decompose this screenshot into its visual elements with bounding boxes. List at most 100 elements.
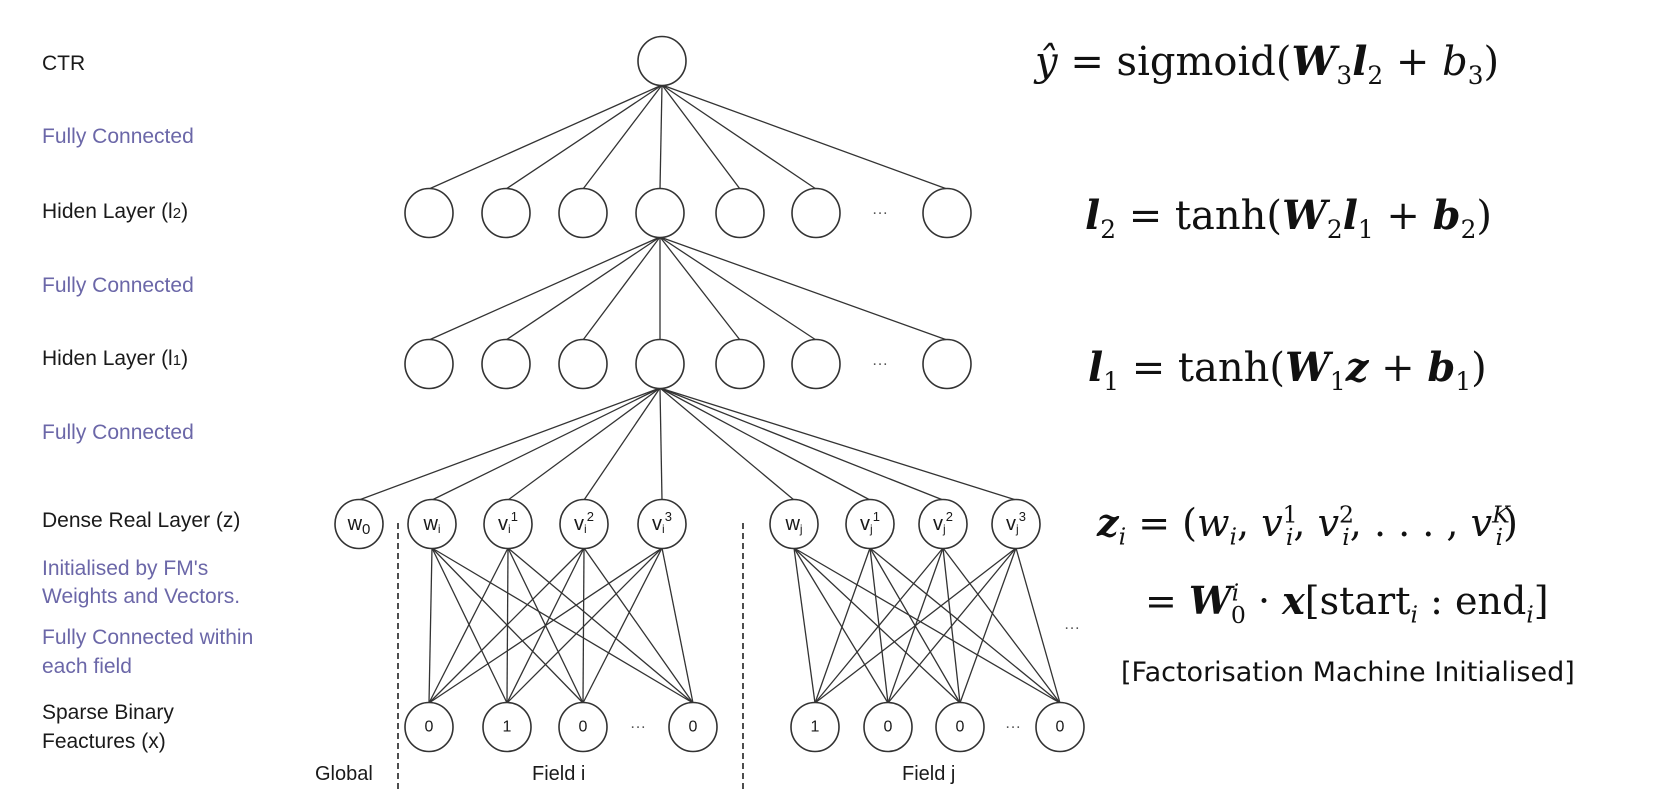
dense-node-vj2 bbox=[918, 498, 968, 550]
edge-dense-to-sparse-field-j bbox=[814, 547, 1017, 704]
hidden-l1-node bbox=[791, 338, 841, 390]
edge-l1-to-dense bbox=[659, 387, 871, 501]
label-fc-within-field-line2: each field bbox=[42, 655, 132, 678]
hidden-l2-node bbox=[922, 187, 972, 239]
dense-label-sub: j bbox=[942, 522, 946, 536]
edge-dense-to-sparse-field-i bbox=[582, 547, 663, 704]
edge-dense-to-sparse-field-j bbox=[814, 547, 944, 704]
dense-label-sub: j bbox=[799, 522, 803, 536]
sparse-field-j-ellipsis: ··· bbox=[1005, 719, 1021, 736]
dense-node-w0 bbox=[334, 498, 384, 550]
edge-output-to-l2 bbox=[661, 84, 817, 190]
edge-dense-to-sparse-field-j bbox=[793, 547, 961, 704]
dense-label-base: w bbox=[422, 513, 438, 535]
dense-node-label: wj bbox=[784, 513, 802, 536]
dense-node-wj bbox=[769, 498, 819, 550]
sparse-node-value: 0 bbox=[689, 719, 698, 736]
field-label-field-i: Field i bbox=[532, 763, 586, 785]
label-sparse-line2: Feactures (x) bbox=[42, 730, 166, 753]
dense-label-base: v bbox=[1006, 513, 1016, 535]
dense-label-sub: j bbox=[869, 522, 873, 536]
dense-label-base: w bbox=[784, 513, 800, 535]
edge-output-to-l2 bbox=[428, 84, 663, 190]
label-sparse-line1: Sparse Binary bbox=[42, 701, 174, 724]
sparse-node-field-i bbox=[482, 701, 532, 753]
dense-label-sup: 2 bbox=[587, 509, 594, 524]
dense-node-vi3 bbox=[637, 498, 687, 550]
edge-l1-to-dense bbox=[583, 387, 661, 501]
edge-l1-to-dense bbox=[659, 387, 1017, 501]
label-ctr: CTR bbox=[42, 52, 86, 75]
edge-dense-to-sparse-field-j bbox=[887, 547, 1017, 704]
edge-dense-to-sparse-field-i bbox=[431, 547, 694, 704]
hidden-l1-ellipsis: ··· bbox=[872, 356, 888, 373]
edge-l2-to-l1 bbox=[659, 236, 817, 341]
edge-l2-to-l1 bbox=[659, 236, 741, 341]
hidden-l2-node bbox=[635, 187, 685, 239]
equation-l2: l2 = tanh(W2l1 + b2) bbox=[1085, 192, 1492, 244]
hidden-l1-node bbox=[715, 338, 765, 390]
edge-dense-to-sparse-field-j bbox=[793, 547, 816, 704]
edge-dense-to-sparse-field-j bbox=[959, 547, 1017, 704]
equation-l1: l1 = tanh(W1z + b1) bbox=[1088, 344, 1487, 396]
edge-l1-to-dense bbox=[431, 387, 661, 501]
sparse-node-value: 0 bbox=[1056, 719, 1065, 736]
hidden-l2-node bbox=[715, 187, 765, 239]
sparse-node-field-j bbox=[1035, 701, 1085, 753]
dense-label-sup: 1 bbox=[511, 509, 518, 524]
edge-output-to-l2 bbox=[505, 84, 663, 190]
sparse-field-i-ellipsis: ··· bbox=[630, 719, 646, 736]
dense-label-base: v bbox=[860, 513, 870, 535]
dense-node-vj3 bbox=[991, 498, 1041, 550]
dense-label-sub: i bbox=[662, 522, 665, 536]
label-initialised-line1: Initialised by FM's bbox=[42, 557, 209, 580]
hidden-l2-ellipsis: ··· bbox=[872, 205, 888, 222]
sparse-node-value: 0 bbox=[425, 719, 434, 736]
dense-label-sup: 3 bbox=[665, 509, 672, 524]
sparse-node-field-j bbox=[863, 701, 913, 753]
dense-label-sub: 0 bbox=[362, 521, 370, 538]
dense-node-label: vj2 bbox=[933, 509, 953, 537]
label-hidden-layer-l2-text: Hiden Layer (l2) bbox=[42, 200, 189, 223]
edge-l1-to-dense bbox=[358, 387, 661, 501]
edge-l1-to-dense bbox=[507, 387, 661, 501]
dense-label-sub: i bbox=[438, 522, 441, 536]
edge-dense-to-sparse-field-i bbox=[506, 547, 509, 704]
dense-label-sup: 3 bbox=[1019, 509, 1026, 524]
label-fully-connected-1: Fully Connected bbox=[42, 125, 194, 148]
sparse-node-value: 1 bbox=[503, 719, 512, 736]
sparse-node-field-j bbox=[935, 701, 985, 753]
sparse-node-value: 0 bbox=[956, 719, 965, 736]
edge-dense-to-sparse-field-i bbox=[507, 547, 694, 704]
dense-node-vi1 bbox=[483, 498, 533, 550]
edge-dense-to-sparse-field-i bbox=[428, 547, 663, 704]
label-initialised-line2: Weights and Vectors. bbox=[42, 585, 241, 608]
dense-label-sub: i bbox=[584, 522, 587, 536]
edge-dense-to-sparse-field-i bbox=[661, 547, 694, 704]
hidden-l1-node bbox=[558, 338, 608, 390]
label-dense-real-layer: Dense Real Layer (z) bbox=[42, 509, 241, 532]
dense-node-vi2 bbox=[559, 498, 609, 550]
edge-output-to-l2 bbox=[582, 84, 663, 190]
edge-l2-to-l1 bbox=[582, 236, 661, 341]
dense-node-label: vi2 bbox=[574, 509, 594, 537]
sparse-node-value: 0 bbox=[884, 719, 893, 736]
sparse-node-value: 0 bbox=[579, 719, 588, 736]
dense-node-vj1 bbox=[845, 498, 895, 550]
dense-label-base: v bbox=[574, 513, 584, 535]
edge-dense-to-sparse-field-i bbox=[506, 547, 663, 704]
hidden-l1-node bbox=[481, 338, 531, 390]
dense-node-label: vi1 bbox=[498, 509, 518, 537]
edge-dense-to-sparse-field-j bbox=[793, 547, 889, 704]
edge-l2-to-l1 bbox=[659, 236, 948, 341]
edge-l2-to-l1 bbox=[505, 236, 661, 341]
dense-label-sub: j bbox=[1015, 522, 1019, 536]
edge-dense-to-sparse-field-i bbox=[428, 547, 509, 704]
label-fully-connected-2: Fully Connected bbox=[42, 274, 194, 297]
dense-label-sub: i bbox=[508, 522, 511, 536]
hidden-l1-node bbox=[635, 338, 685, 390]
dense-label-base: w bbox=[347, 513, 363, 535]
